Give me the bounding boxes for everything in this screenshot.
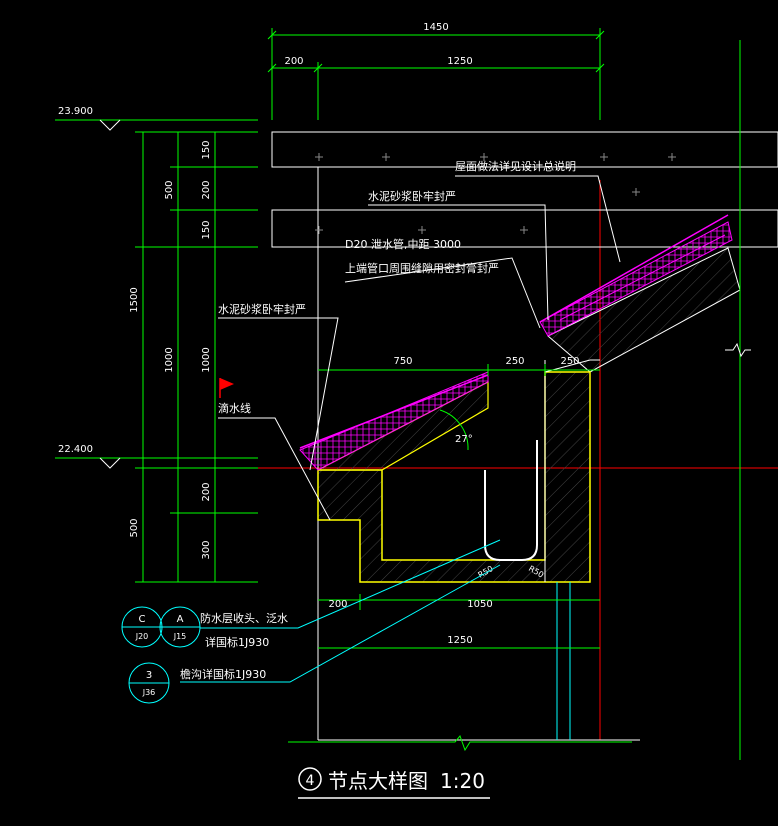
note-gutter-ref: 檐沟详国标1J930 (180, 667, 266, 681)
note-waterproof-1: 防水层收头、泛水 (200, 611, 288, 625)
gutter-body (317, 359, 600, 583)
elevation-upper-marker (55, 119, 258, 131)
callout-a-bottom: J15 (173, 632, 187, 641)
title-text: 节点大样图 (328, 769, 428, 793)
break-mark-right (725, 342, 751, 358)
note-drain-line2: 上端管口周围缝隙用密封膏封严 (345, 261, 499, 275)
flag-icon (219, 378, 234, 398)
note-drain-line1: D20 泄水管,中距 3000 (345, 237, 461, 251)
dim-750: 750 (393, 356, 412, 367)
callout-c-top: C (139, 614, 146, 625)
callout-a-top: A (177, 614, 184, 625)
callout-c-bottom: J20 (135, 632, 149, 641)
downpipes (556, 582, 571, 740)
drawing-title: 4 节点大样图 1:20 (298, 767, 490, 799)
dim-200-a: 200 (201, 180, 212, 199)
dim-500-upper: 500 (164, 180, 175, 199)
elevation-upper: 23.900 (58, 106, 93, 117)
left-dimensions (135, 131, 258, 583)
dim-1000-b: 1000 (201, 347, 212, 372)
dim-1250-bottom: 1250 (447, 635, 472, 646)
note-waterproof-2: 详国标1J930 (205, 635, 269, 649)
title-circle-number: 4 (306, 773, 315, 789)
beam-crosses (315, 153, 676, 234)
left-dim-labels: 500 1500 500 150 200 150 1000 1000 200 3… (129, 140, 212, 559)
dim-150-a: 150 (201, 140, 212, 159)
dim-250-b: 250 (560, 356, 579, 367)
drain-pipe (484, 440, 538, 561)
elevation-lower-marker (55, 457, 258, 469)
leader-lines (218, 175, 621, 521)
dim-200-b: 200 (201, 482, 212, 501)
gutter-dims (318, 364, 600, 649)
right-roof-slab (539, 214, 741, 373)
angle-arc (439, 409, 469, 451)
angle-label: 27° (455, 434, 473, 445)
break-line-bottom (288, 735, 632, 752)
callout-a-j15 (159, 606, 201, 648)
dim-150-b: 150 (201, 220, 212, 239)
elevation-lower: 22.400 (58, 444, 93, 455)
dim-1500: 1500 (129, 287, 140, 312)
dim-200-bottom: 200 (328, 599, 347, 610)
dim-1250-top: 1250 (447, 56, 472, 67)
dim-1050: 1050 (467, 599, 492, 610)
note-drip: 滴水线 (218, 401, 251, 415)
note-mortar-left: 水泥砂浆卧牢封严 (218, 302, 306, 316)
dim-250-a: 250 (505, 356, 524, 367)
title-scale: 1:20 (440, 769, 485, 793)
dim-1000-a: 1000 (164, 347, 175, 372)
callout-3-j36 (128, 662, 170, 704)
left-roof (299, 371, 489, 471)
top-dimensions (267, 28, 605, 120)
callout-3-top: 3 (146, 670, 152, 681)
note-roof-ref: 屋面做法详见设计总说明 (455, 159, 576, 173)
leader-lines-cyan (180, 539, 501, 683)
dim-1450: 1450 (423, 22, 448, 33)
dim-500-lower: 500 (129, 518, 140, 537)
dim-200-top: 200 (284, 56, 303, 67)
dim-300: 300 (201, 540, 212, 559)
callout-c-j20 (121, 606, 163, 648)
callout-3-bottom: J36 (142, 688, 156, 697)
note-mortar-top: 水泥砂浆卧牢封严 (368, 189, 456, 203)
